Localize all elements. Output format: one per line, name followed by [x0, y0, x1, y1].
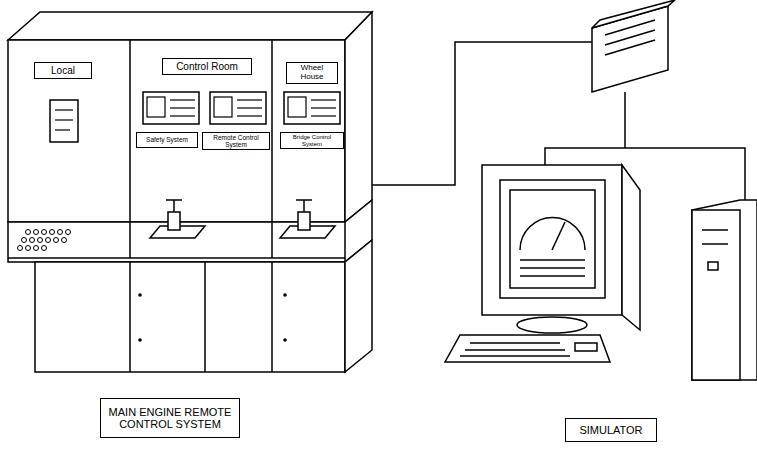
- desk-divider: [129, 222, 131, 258]
- cabinet-side: [345, 240, 372, 372]
- door-handles: [138, 293, 287, 342]
- display-lines: [147, 97, 336, 117]
- desk-edge: [8, 257, 345, 259]
- node-text: Control Room: [176, 61, 238, 72]
- cabinet-door: [129, 262, 131, 372]
- caption-box: SIMULATOR: [565, 418, 657, 442]
- computer-tower: [692, 200, 757, 380]
- console-top: [8, 12, 372, 40]
- system-label: Bridge Control System: [280, 132, 344, 149]
- panel-divider: [129, 40, 131, 222]
- network-cable: [372, 42, 592, 185]
- panel-label: Wheel House: [286, 62, 338, 84]
- system-label: Safety System: [136, 132, 198, 148]
- local-display-lines: [55, 110, 73, 130]
- desk-edge: [344, 222, 346, 262]
- keyboard: [445, 335, 610, 362]
- network-cable: [624, 92, 626, 148]
- console-desk: [8, 200, 372, 262]
- computer-monitor: [482, 165, 640, 333]
- node-text: SIMULATOR: [579, 424, 642, 436]
- panel-label: Control Room: [162, 58, 252, 75]
- panel-divider: [271, 40, 273, 222]
- caption-box: MAIN ENGINE REMOTE CONTROL SYSTEM: [100, 398, 240, 438]
- node-text: Remote Control System: [205, 134, 267, 148]
- desk-divider: [271, 222, 273, 258]
- node-text: Bridge Control System: [283, 134, 341, 147]
- panel-label: Local: [34, 62, 92, 79]
- node-text: Safety System: [146, 136, 188, 143]
- local-display: [50, 100, 78, 142]
- control-room-displays: [143, 92, 340, 124]
- console-side: [345, 12, 372, 222]
- console-cabinet: [35, 262, 345, 372]
- node-text: Local: [51, 65, 75, 76]
- telegraph-lever: [150, 200, 335, 238]
- cabinet-door: [204, 262, 206, 372]
- push-buttons: [18, 230, 71, 251]
- system-label: Remote Control System: [202, 132, 270, 150]
- console-face: [8, 40, 345, 222]
- node-text: Wheel House: [289, 64, 335, 82]
- network-hub: [592, 0, 675, 92]
- cabinet-door: [271, 262, 273, 372]
- node-text: MAIN ENGINE REMOTE CONTROL SYSTEM: [103, 406, 237, 430]
